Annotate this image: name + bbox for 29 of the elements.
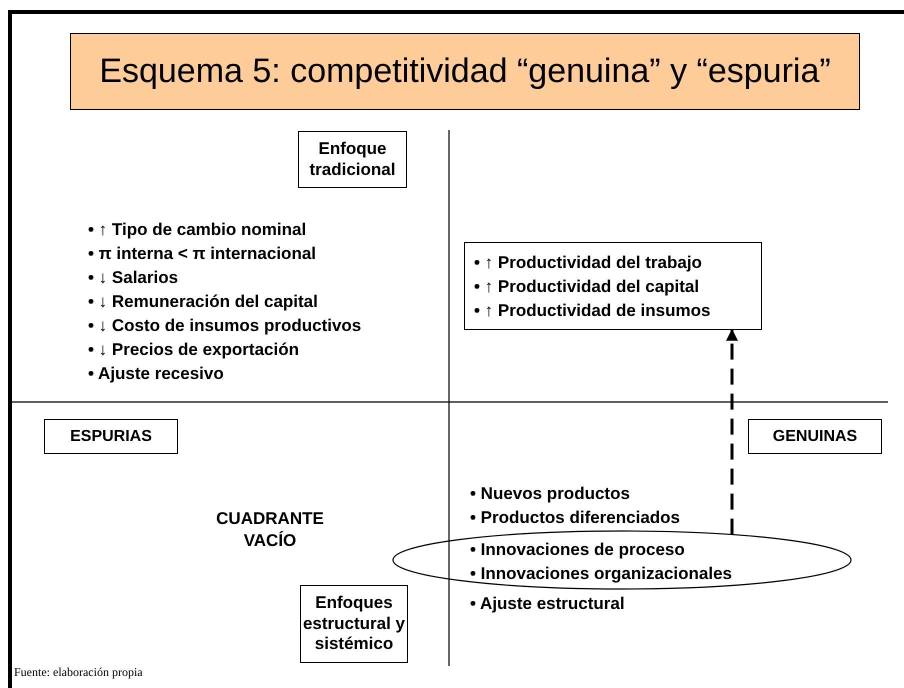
list-item: • Ajuste recesivo	[88, 363, 224, 385]
list-item: • π interna < π internacional	[88, 243, 316, 265]
box-label: Enfoques estructural y sistémico	[302, 593, 406, 655]
approach-box	[298, 131, 407, 188]
list-item: • ↑ Productividad del capital	[474, 276, 700, 298]
list-item: • ↑ Tipo de cambio nominal	[88, 219, 306, 241]
highlight-ellipse	[392, 530, 852, 590]
quadrant-label-box	[748, 419, 882, 454]
list-item: • ↓ Remuneración del capital	[88, 291, 318, 313]
source-note: Fuente: elaboración propia	[14, 664, 143, 680]
list-item: • ↓ Precios de exportación	[88, 339, 299, 361]
list-item: • Productos diferenciados	[470, 507, 680, 529]
box-label: GENUINAS	[772, 426, 858, 446]
list-item: • Ajuste estructural	[470, 593, 625, 615]
productivity-box	[464, 242, 762, 330]
box-label: ESPURIAS	[70, 426, 152, 446]
list-item: • ↑ Productividad de insumos	[474, 300, 712, 322]
list-item: • Innovaciones de proceso	[470, 539, 686, 561]
list-item: • ↓ Costo de insumos productivos	[88, 315, 362, 337]
quadrant-label: CUADRANTE VACÍO	[215, 508, 325, 552]
approach-box	[300, 585, 408, 663]
quadrant-label-box	[44, 419, 178, 454]
slide-title: Esquema 5: competitividad “genuina” y “espuria”	[70, 33, 860, 110]
list-item: • Nuevos productos	[470, 483, 630, 505]
list-item: • ↓ Salarios	[88, 267, 178, 289]
list-item: • Innovaciones organizacionales	[470, 563, 732, 585]
dashed-arrow	[726, 328, 738, 535]
list-item: • ↑ Productividad del trabajo	[474, 252, 703, 274]
box-label: Enfoque tradicional	[308, 139, 396, 180]
